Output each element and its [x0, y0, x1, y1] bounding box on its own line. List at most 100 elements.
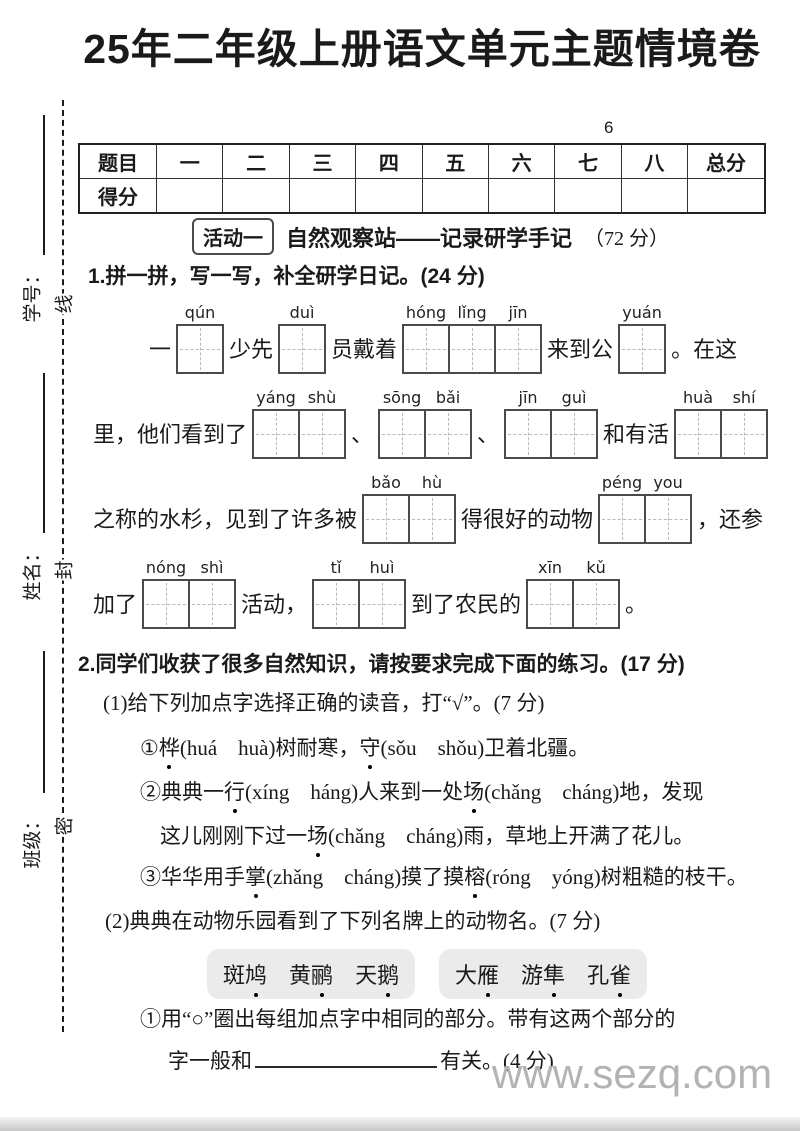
- writing-box[interactable]: [448, 324, 497, 374]
- score-cell[interactable]: [355, 178, 423, 214]
- writing-box[interactable]: [618, 324, 667, 374]
- writing-box[interactable]: [176, 324, 225, 374]
- text-run: (róng yóng)树粗糙的枝干。: [485, 865, 748, 889]
- writing-box[interactable]: [598, 494, 647, 544]
- dotted-char: 行: [224, 779, 245, 806]
- text-run: 和有活: [603, 422, 670, 447]
- writing-box[interactable]: [408, 494, 457, 544]
- score-cell[interactable]: [487, 178, 556, 214]
- writing-box[interactable]: [362, 494, 411, 544]
- writing-box-group: yuán: [618, 302, 667, 374]
- writing-box-unit: qún: [176, 302, 225, 374]
- writing-box[interactable]: [278, 324, 327, 374]
- writing-box[interactable]: [572, 579, 621, 629]
- q2-sub1-item-2: ②典典一行(xíng háng)人来到一处场(chǎng cháng)地，发现: [140, 779, 703, 806]
- writing-box[interactable]: [644, 494, 693, 544]
- seal-char-mi: 密: [46, 815, 80, 837]
- writing-box-unit: péng: [598, 472, 647, 544]
- name-blank-line: [43, 373, 45, 533]
- text-run: 加了: [93, 592, 138, 617]
- writing-box[interactable]: [142, 579, 191, 629]
- writing-box-unit: nóng: [142, 557, 191, 629]
- writing-box-unit: sōng: [378, 387, 427, 459]
- score-row-label: 得分: [78, 178, 157, 214]
- q2-heading: 2.同学们收获了很多自然知识，请按要求完成下面的练习。(17 分): [78, 653, 685, 676]
- writing-box[interactable]: [494, 324, 543, 374]
- score-cell[interactable]: [288, 178, 357, 214]
- pinyin-label: nóng: [145, 558, 187, 577]
- text-run: ，还参: [697, 507, 764, 532]
- score-cell[interactable]: [554, 178, 622, 214]
- writing-box[interactable]: [674, 409, 723, 459]
- pinyin-label: yáng: [256, 388, 296, 407]
- score-cell[interactable]: [222, 178, 290, 214]
- writing-box[interactable]: [402, 324, 451, 374]
- writing-box-unit: xīn: [526, 557, 575, 629]
- writing-box-unit: shù: [298, 387, 347, 459]
- text-run: 大: [455, 963, 478, 988]
- activity-heading: 自然观察站——记录研学手记: [286, 225, 573, 251]
- writing-box-group: qún: [176, 302, 225, 374]
- pinyin-label: hóng: [405, 303, 447, 322]
- writing-box-unit: jīn: [494, 302, 543, 374]
- pinyin-label: sōng: [382, 388, 422, 407]
- pinyin-label: jīn: [518, 388, 538, 407]
- writing-box[interactable]: [378, 409, 427, 459]
- writing-box-unit: bǎo: [362, 472, 411, 544]
- writing-box[interactable]: [312, 579, 361, 629]
- text-run: 游: [499, 963, 544, 988]
- student-id-blank-line: [43, 115, 45, 255]
- writing-box[interactable]: [550, 409, 599, 459]
- writing-box[interactable]: [504, 409, 553, 459]
- score-cell[interactable]: [155, 178, 224, 214]
- activity-badge: 活动一: [192, 218, 274, 255]
- pinyin-label: you: [653, 473, 683, 492]
- score-col-header: 四: [355, 143, 423, 179]
- text-run: 有关。(4 分): [440, 1049, 554, 1073]
- pinyin-label: lǐng: [457, 303, 487, 322]
- score-col-header: 八: [620, 143, 689, 179]
- writing-box[interactable]: [298, 409, 347, 459]
- text-run: ②典典一: [140, 780, 224, 804]
- writing-box-unit: huà: [674, 387, 723, 459]
- writing-box-unit: hóng: [402, 302, 451, 374]
- writing-box[interactable]: [526, 579, 575, 629]
- writing-box[interactable]: [252, 409, 301, 459]
- seal-label-student-id: 学号：: [22, 265, 44, 323]
- page-bottom-edge: [0, 1117, 800, 1131]
- activity-heading-row: 活动一 自然观察站——记录研学手记 （72 分）: [192, 218, 669, 255]
- score-cell[interactable]: [620, 178, 689, 214]
- writing-box[interactable]: [424, 409, 473, 459]
- pinyin-label: bǎi: [435, 388, 461, 407]
- text-run: 斑: [223, 963, 246, 988]
- score-col-header: 五: [421, 143, 489, 179]
- seal-char-feng: 封: [46, 559, 80, 581]
- writing-box[interactable]: [188, 579, 237, 629]
- pinyin-label: péng: [601, 473, 643, 492]
- pinyin-label: jīn: [508, 303, 528, 322]
- text-run: 员戴着: [331, 337, 398, 362]
- pinyin-label: tǐ: [330, 558, 342, 577]
- dotted-char: 榕: [464, 864, 485, 891]
- dotted-char: 桦: [159, 735, 180, 762]
- seal-label-class: 班级：: [22, 811, 44, 869]
- score-cell[interactable]: [687, 178, 766, 214]
- text-run: 得很好的动物: [461, 507, 594, 532]
- writing-box[interactable]: [720, 409, 769, 459]
- writing-box-unit: kǔ: [572, 557, 621, 629]
- pinyin-label: kǔ: [586, 558, 606, 577]
- writing-box[interactable]: [358, 579, 407, 629]
- text-run: 、: [351, 422, 374, 447]
- score-cell[interactable]: [421, 178, 489, 214]
- score-col-header: 一: [155, 143, 224, 179]
- writing-box-unit: you: [644, 472, 693, 544]
- answer-blank[interactable]: [255, 1062, 437, 1068]
